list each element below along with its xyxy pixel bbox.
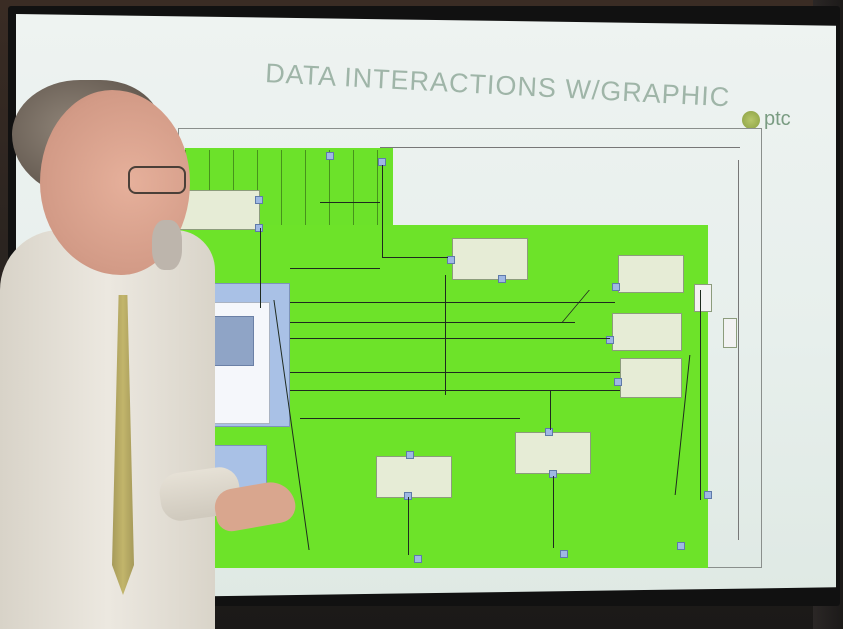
presenter [0, 40, 230, 629]
connector [414, 555, 422, 563]
connection-line [408, 497, 409, 555]
diagram-box [452, 238, 528, 280]
connection-line [290, 322, 575, 323]
connector [677, 542, 685, 550]
connector [498, 275, 506, 283]
connector [612, 283, 620, 291]
connector [255, 224, 263, 232]
ptc-logo-icon [742, 110, 760, 129]
connector [614, 378, 622, 386]
connection-line [700, 290, 701, 500]
diagram-box [515, 432, 591, 474]
connector [704, 491, 712, 499]
presenter-glasses [128, 166, 186, 194]
connection-line [300, 418, 520, 419]
presenter-tie [112, 295, 134, 595]
connector [606, 336, 614, 344]
connector [447, 256, 455, 264]
connection-line [320, 202, 380, 203]
diagram-box [618, 255, 684, 293]
connection-line [290, 268, 380, 269]
presenter-beard [152, 220, 182, 270]
diagram-box-small [694, 284, 712, 312]
connection-line [290, 372, 620, 373]
connection-line [445, 275, 446, 395]
connection-line [553, 476, 554, 548]
connection-line [382, 165, 383, 257]
diagram-box [620, 358, 682, 398]
connector [406, 451, 414, 459]
connection-line [290, 302, 615, 303]
connection-line [290, 338, 610, 339]
diagram-box-small [723, 318, 737, 348]
connection-line [550, 390, 551, 430]
connector [326, 152, 334, 160]
presenter-shirt [0, 230, 215, 629]
connector [560, 550, 568, 558]
connection-line [290, 390, 620, 391]
diagram-box [612, 313, 682, 351]
connection-line [380, 147, 740, 148]
connector [545, 428, 553, 436]
logo-text: ptc [764, 108, 791, 130]
diagram-green-bottom [200, 540, 708, 568]
diagram-box [376, 456, 452, 498]
connection-line [382, 257, 448, 258]
diagram-box [175, 190, 260, 230]
connection-line [260, 228, 261, 308]
ptc-logo: ptc [742, 108, 791, 131]
connector [255, 196, 263, 204]
connection-line [738, 160, 739, 540]
